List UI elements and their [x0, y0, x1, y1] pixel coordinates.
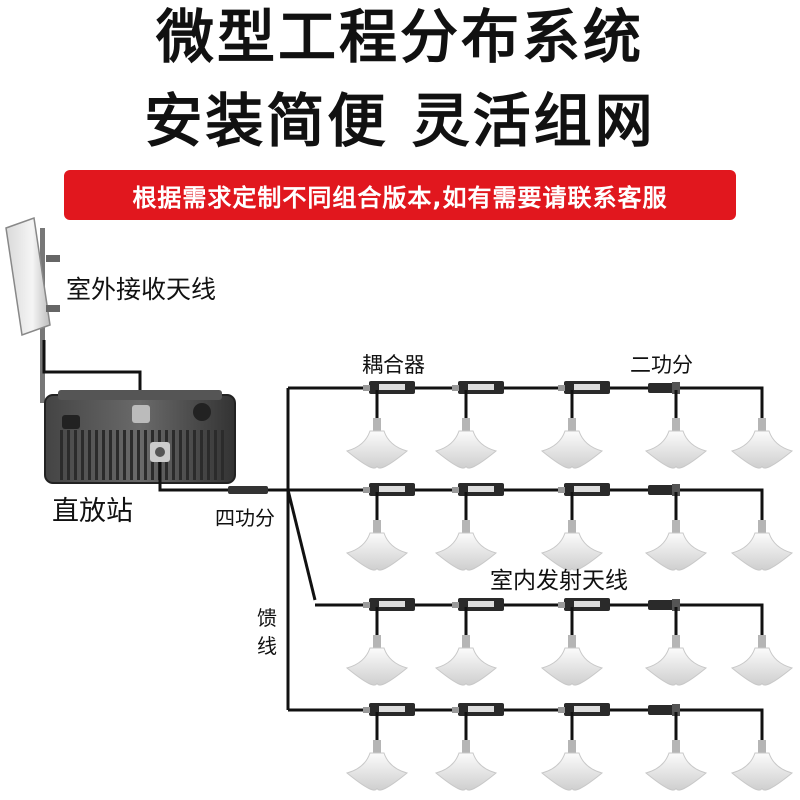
ceiling-antenna-icon: [434, 418, 498, 469]
coupler-icon: [363, 703, 415, 716]
coupler-icon: [558, 703, 610, 716]
coupler-icon: [558, 381, 610, 394]
ceiling-antenna-icon: [540, 740, 604, 791]
splitter-icon: [648, 382, 680, 394]
ceiling-antenna-icon: [540, 418, 604, 469]
ceiling-antenna-icon: [644, 740, 708, 791]
title-line-2: 安装简便 灵活组网: [144, 87, 656, 155]
coupler-icon: [363, 483, 415, 496]
row-cable: [288, 708, 764, 750]
panel-antenna-icon: [5, 216, 60, 403]
repeater-label: 直放站: [52, 496, 133, 527]
ceiling-antenna-icon: [644, 520, 708, 571]
coupler-icon: [452, 598, 504, 611]
ceiling-antenna-icon: [345, 740, 409, 791]
four-way-splitter-icon: [228, 486, 268, 494]
ceiling-antenna-icon: [345, 418, 409, 469]
ceiling-antenna-icon: [730, 520, 794, 571]
indoor-antenna-label: 室内发射天线: [490, 568, 628, 594]
two-way-splitter-label: 二功分: [630, 353, 693, 377]
splitter-icon: [648, 484, 680, 496]
coupler-icon: [452, 381, 504, 394]
coupler-icon: [363, 598, 415, 611]
coupler-icon: [558, 483, 610, 496]
ceiling-antenna-icon: [730, 418, 794, 469]
ceiling-antenna-icon: [730, 635, 794, 686]
outdoor-antenna-label: 室外接收天线: [66, 275, 217, 304]
coupler-icon: [363, 381, 415, 394]
coupler-icon: [452, 483, 504, 496]
ceiling-antenna-icon: [540, 635, 604, 686]
ceiling-antenna-icon: [434, 740, 498, 791]
feeder-label-char-1: 馈: [257, 606, 277, 630]
distribution-row: [315, 598, 794, 686]
ceiling-antenna-icon: [644, 635, 708, 686]
coupler-icon: [452, 703, 504, 716]
row-cable: [288, 488, 764, 530]
distribution-row: [288, 381, 794, 469]
splitter-icon: [648, 599, 680, 611]
title-line-1: 微型工程分布系统: [155, 3, 644, 71]
ceiling-antenna-icon: [434, 635, 498, 686]
ceiling-antenna-icon: [345, 520, 409, 571]
coupler-label: 耦合器: [362, 353, 425, 377]
feeder-cables: [286, 388, 317, 710]
ceiling-antenna-icon: [434, 520, 498, 571]
splitter-icon: [648, 704, 680, 716]
ceiling-antenna-icon: [730, 740, 794, 791]
feeder-label-char-2: 线: [257, 634, 277, 658]
ceiling-antenna-icon: [644, 418, 708, 469]
ceiling-antenna-icon: [540, 520, 604, 571]
coupler-icon: [558, 598, 610, 611]
row-cable: [288, 386, 764, 428]
distribution-row: [288, 483, 794, 571]
distribution-row: [288, 703, 794, 791]
ceiling-antenna-icon: [345, 635, 409, 686]
four-way-splitter-label: 四功分: [215, 506, 275, 530]
repeater-icon: [44, 390, 236, 484]
custom-version-banner: 根据需求定制不同组合版本,如有需要请联系客服: [64, 170, 736, 220]
